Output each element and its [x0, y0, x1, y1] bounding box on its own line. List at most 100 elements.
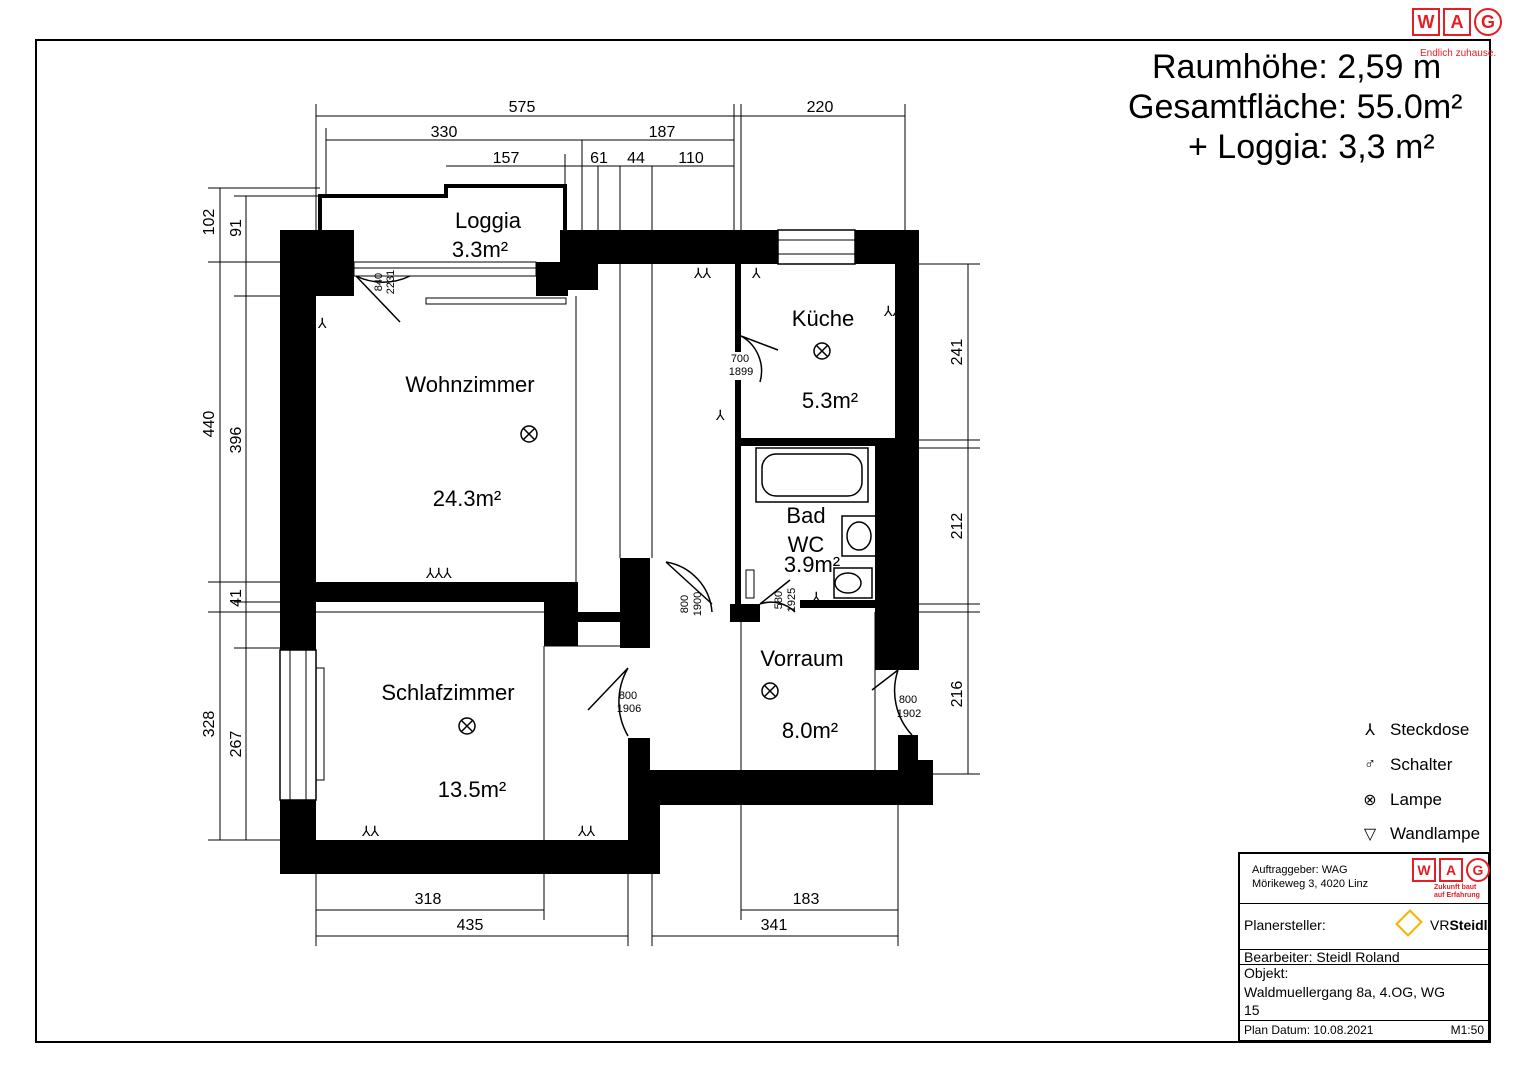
- svg-text:1900: 1900: [692, 592, 704, 616]
- svg-text:341: 341: [761, 917, 788, 934]
- svg-text:800: 800: [619, 690, 637, 702]
- svg-text:700: 700: [731, 353, 749, 365]
- svg-text:1925: 1925: [786, 588, 798, 612]
- legend-item-steckdose: ⅄ Steckdose: [1360, 720, 1469, 740]
- svg-text:1899: 1899: [729, 366, 753, 378]
- door-bad: [759, 579, 796, 613]
- socket-icon: ⅄⅄⅄: [425, 566, 452, 582]
- title-block-date: Plan Datum: 10.08.2021 M1:50: [1244, 1023, 1484, 1037]
- legend-item-lampe: ⊗ Lampe: [1360, 790, 1442, 810]
- svg-text:102: 102: [201, 209, 218, 236]
- sockets: ⅄ ⅄⅄⅄ ⅄⅄ ⅄⅄ ⅄⅄ ⅄ ⅄ ⅄⅄ ⅄: [317, 266, 902, 840]
- svg-text:800: 800: [899, 694, 917, 706]
- svg-text:241: 241: [949, 339, 966, 366]
- svg-text:183: 183: [793, 891, 820, 908]
- logo-letter: A: [1443, 8, 1471, 36]
- socket-icon: ⅄: [715, 408, 725, 424]
- title-block-object: Objekt: Waldmuellergang 8a, 4.OG, WG 15: [1240, 965, 1488, 1021]
- svg-text:220: 220: [807, 99, 834, 116]
- wag-logo: W A G: [1412, 8, 1502, 36]
- svg-text:1902: 1902: [897, 708, 921, 720]
- room-name-vorraum: Vorraum: [760, 646, 843, 671]
- windows: [279, 229, 856, 801]
- door-corridor: [665, 561, 713, 613]
- svg-text:800: 800: [679, 595, 691, 613]
- room-area-kueche: 5.3m²: [802, 388, 858, 413]
- socket-icon: ⅄: [1365, 722, 1375, 739]
- vrsteidl-logo: VRSteidl: [1430, 917, 1488, 933]
- room-name-loggia: Loggia: [455, 208, 522, 233]
- room-labels: Loggia 3.3m² Wohnzimmer 24.3m² Küche 5.3…: [381, 208, 858, 802]
- walls: [280, 230, 933, 874]
- svg-text:328: 328: [201, 711, 218, 738]
- logo-letter: W: [1412, 8, 1440, 36]
- bathtub: [755, 447, 869, 503]
- svg-text:318: 318: [415, 891, 442, 908]
- socket-icon: ⅄⅄: [693, 266, 712, 282]
- dimension-lines: [208, 104, 980, 946]
- svg-text:41: 41: [228, 589, 245, 607]
- socket-icon: ⅄: [751, 266, 761, 282]
- electrical-symbols: [458, 342, 831, 735]
- gesamtflaeche-label: Gesamtfläche: 55.0m²: [1128, 88, 1463, 126]
- svg-text:440: 440: [201, 411, 218, 438]
- wag-logo-small: W A G: [1412, 858, 1490, 882]
- door-entrance: [871, 669, 913, 736]
- svg-text:575: 575: [509, 99, 536, 116]
- room-area-bad: 3.9m²: [784, 552, 840, 577]
- svg-text:330: 330: [431, 124, 458, 141]
- lamp-icon: [813, 342, 831, 360]
- svg-text:580: 580: [773, 591, 785, 609]
- svg-text:840: 840: [373, 273, 385, 291]
- room-area-wohnzimmer: 24.3m²: [433, 486, 501, 511]
- interior-lines: [315, 264, 896, 840]
- switch-icon: ♂: [1364, 756, 1376, 773]
- bathroom-fixtures: [755, 447, 877, 599]
- svg-text:396: 396: [228, 427, 245, 454]
- svg-text:435: 435: [457, 917, 484, 934]
- room-name-bad: Bad: [786, 503, 825, 528]
- loggia-outline: [318, 184, 567, 262]
- socket-icon: ⅄: [317, 316, 327, 332]
- title-block-client: Auftraggeber: WAG Mörikeweg 3, 4020 Linz…: [1240, 854, 1490, 904]
- sink: [841, 515, 877, 557]
- raumhoehe-label: Raumhöhe: 2,59 m: [1152, 48, 1442, 86]
- toilet: [833, 567, 873, 599]
- wall-lamp-icon: ▽: [1363, 826, 1377, 843]
- doors: [355, 275, 913, 737]
- title-block: Auftraggeber: WAG Mörikeweg 3, 4020 Linz…: [1238, 852, 1490, 1042]
- lamp-icon: ⊗: [1363, 792, 1377, 809]
- room-name-kueche: Küche: [792, 306, 854, 331]
- dimension-labels: 575 220 330 187 157 61 44 110 102 91 440…: [201, 99, 966, 934]
- lamp-icon: [761, 682, 779, 700]
- room-name-schlafzimmer: Schlafzimmer: [381, 680, 514, 705]
- door-schlaf: [587, 667, 629, 737]
- svg-text:267: 267: [228, 731, 245, 758]
- title-block-editor: Bearbeiter: Steidl Roland: [1240, 949, 1488, 965]
- svg-text:91: 91: [228, 219, 245, 237]
- svg-text:1906: 1906: [617, 703, 641, 715]
- svg-text:44: 44: [627, 150, 645, 167]
- lamp-icon: [520, 425, 538, 443]
- legend-item-wandlampe: ▽ Wandlampe: [1360, 824, 1480, 844]
- loggia-area-label: + Loggia: 3,3 m²: [1188, 128, 1435, 166]
- svg-text:212: 212: [949, 513, 966, 540]
- socket-icon: ⅄⅄: [883, 304, 902, 320]
- room-area-loggia: 3.3m²: [452, 237, 508, 262]
- svg-text:216: 216: [949, 681, 966, 708]
- room-area-schlafzimmer: 13.5m²: [438, 777, 506, 802]
- svg-text:2231: 2231: [385, 270, 397, 294]
- door-labels: 840 2231 700 1899 800 1900 580 1925 800 …: [373, 270, 921, 720]
- lamp-icon: [458, 717, 476, 735]
- room-name-wohnzimmer: Wohnzimmer: [405, 372, 534, 397]
- svg-text:187: 187: [649, 124, 676, 141]
- door-loggia: [355, 275, 411, 323]
- logo-tagline: Endlich zuhause.: [1420, 48, 1497, 59]
- logo-letter: G: [1474, 8, 1502, 36]
- vrsteidl-logo-icon: [1395, 909, 1423, 937]
- room-name-wc: WC: [788, 532, 825, 557]
- svg-text:110: 110: [678, 150, 704, 167]
- page-frame: [35, 39, 1491, 1043]
- svg-text:61: 61: [590, 150, 608, 167]
